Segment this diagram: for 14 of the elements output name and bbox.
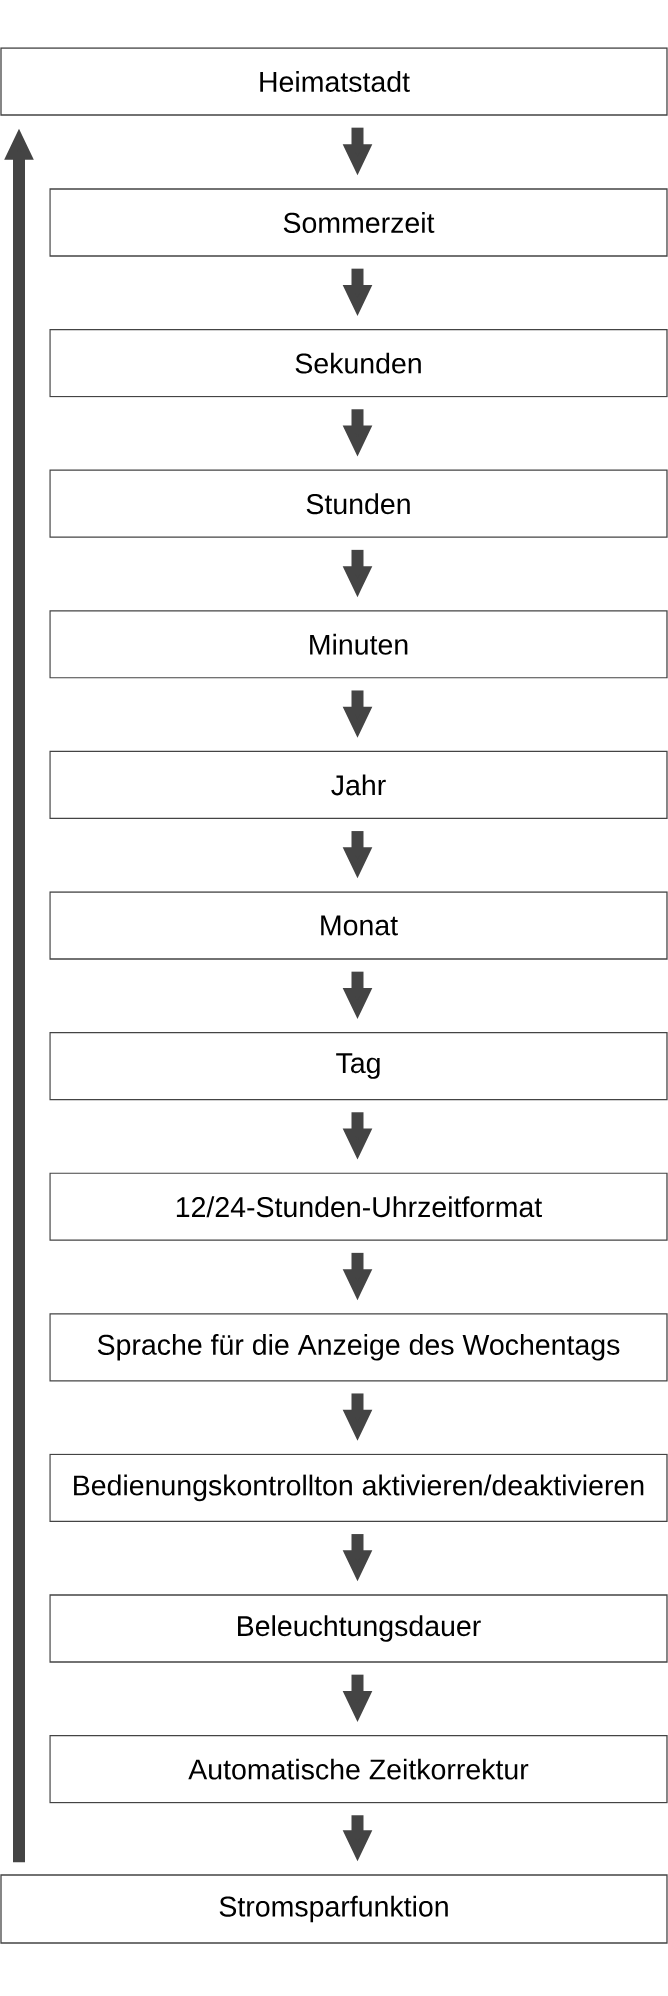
process-box: Sprache für die Anzeige des Wochentags: [49, 1313, 668, 1382]
process-box: Minuten: [49, 610, 668, 679]
process-box: Automatische Zeitkorrektur: [49, 1734, 668, 1804]
process-box: Monat: [49, 891, 668, 960]
process-box: Stromsparfunktion: [0, 1874, 668, 1944]
process-box: Sommerzeit: [49, 188, 668, 257]
process-box: Beleuchtungsdauer: [49, 1594, 668, 1663]
process-box: Heimatstadt: [0, 47, 668, 116]
process-box: Sekunden: [49, 328, 668, 398]
process-box: Bedienungskontrollton aktivieren/deaktivieren: [49, 1453, 668, 1523]
process-box: 12/24-Stunden-Uhrzeitformat: [49, 1172, 668, 1241]
process-box: Tag: [49, 1031, 668, 1101]
process-box: Stunden: [49, 469, 668, 538]
process-box: Jahr: [49, 750, 668, 820]
